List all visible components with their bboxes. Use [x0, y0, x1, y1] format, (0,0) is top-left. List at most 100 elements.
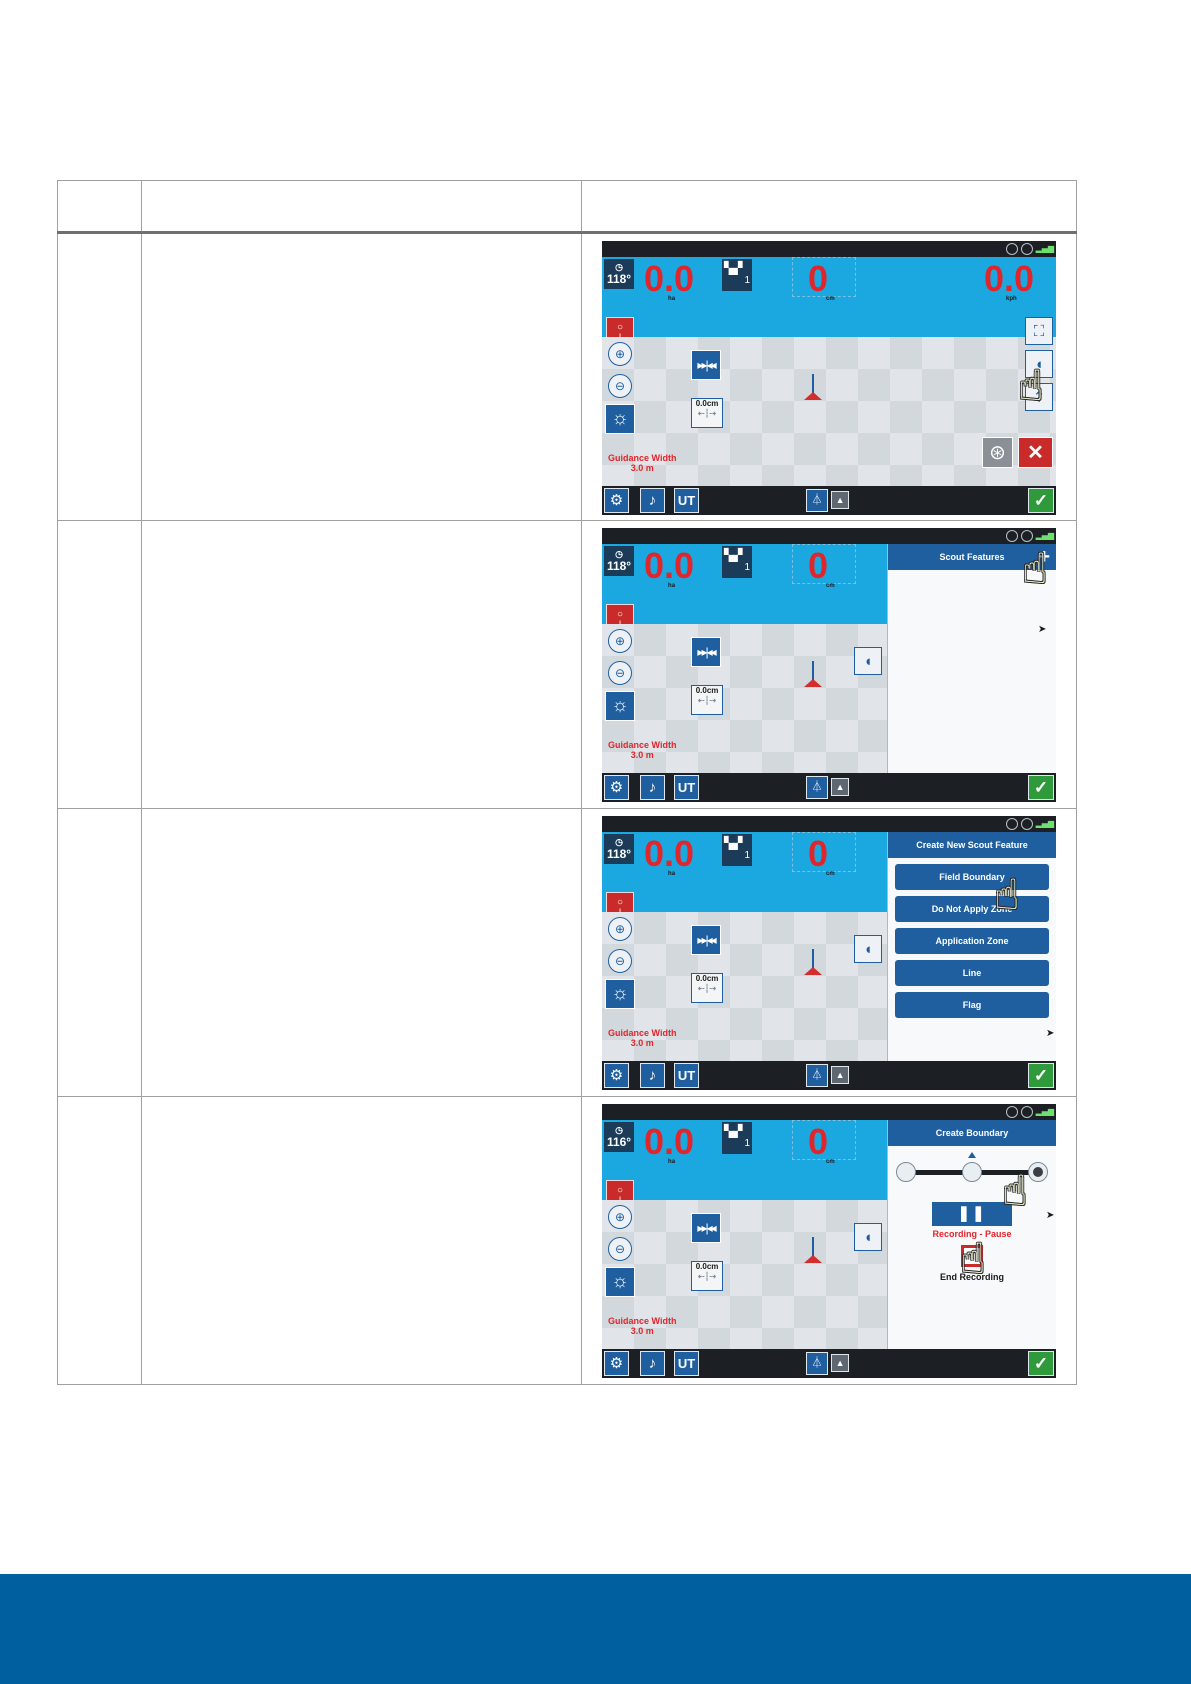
chevron-up-icon[interactable]: ▲ [831, 1066, 850, 1084]
settings-icon[interactable]: ⚙ [604, 1351, 630, 1376]
zoom-in-icon[interactable]: ⊕ [608, 1205, 633, 1229]
settings-icon[interactable]: ⚙ [604, 1063, 630, 1088]
implement-icon[interactable]: ⏃ [806, 1352, 829, 1375]
check-icon[interactable]: ✓ [1028, 1063, 1055, 1088]
step-cell [57, 1096, 142, 1385]
check-icon[interactable]: ✓ [1028, 775, 1055, 800]
zoom-in-icon[interactable]: ⊕ [608, 917, 633, 941]
zoom-out-icon[interactable]: ⊖ [608, 661, 633, 685]
slider-right-node[interactable] [1028, 1162, 1049, 1182]
cross-track-value: 0 [808, 833, 829, 874]
scout-icon[interactable]: ◖ [854, 647, 883, 675]
check-icon[interactable]: ✓ [1028, 1351, 1055, 1376]
implement-icon[interactable]: ⏃ [806, 489, 829, 512]
pin-icon[interactable]: ⇡ [1025, 383, 1054, 411]
map-view[interactable]: ⊕ ⊖ ☼ ▸▸|◂◂ 0.0cm ⇠┆⇢ Guidance Width 3.0… [602, 337, 1057, 486]
cancel-icon[interactable]: ✕ [1018, 437, 1054, 468]
field-selector[interactable]: ▚▞ 1 [722, 546, 753, 578]
stop-recording-button[interactable] [961, 1245, 984, 1267]
sun-icon[interactable]: ☼ [605, 979, 636, 1009]
shift-arrows-icon: ⇠┆⇢ [697, 984, 717, 993]
pause-button[interactable]: ❚❚ [932, 1202, 1013, 1226]
add-icon[interactable]: + [1038, 546, 1051, 568]
map-view[interactable]: ⊕ ⊖ ☼ ▸▸|◂◂ 0.0cm ⇠┆⇢ Guidance Width 3.0… [602, 624, 888, 773]
cursor-icon: ➤ [1046, 1210, 1055, 1221]
table-row: ▂▄▆ ◷ 118° 0.0 ha ▚▞ 1 [57, 232, 1077, 521]
offset-box[interactable]: 0.0cm ⇠┆⇢ [691, 973, 724, 1003]
chevron-up-icon[interactable]: ▲ [831, 778, 850, 796]
bell-icon[interactable]: ♪ [640, 488, 666, 513]
ut-button[interactable]: UT [674, 1063, 700, 1088]
area-unit: ha [668, 1159, 676, 1165]
cross-track-unit: cm [826, 871, 835, 877]
table-row: ▂▄▆ ◷ 118° 0.0 ha ▚▞ 1 [57, 808, 1077, 1097]
heading-gauge[interactable]: ◷ 118° [604, 834, 635, 864]
ut-button[interactable]: UT [674, 1351, 700, 1376]
chevron-up-icon[interactable]: ▲ [831, 491, 850, 509]
area-unit: ha [668, 583, 676, 589]
bell-icon[interactable]: ♪ [640, 1351, 666, 1376]
heading-value: 116° [606, 1135, 632, 1149]
sun-icon[interactable]: ☼ [605, 691, 636, 721]
guidance-width-value: 3.0 [630, 463, 644, 473]
field-boundary-button[interactable]: Field Boundary [895, 864, 1050, 890]
implement-icon[interactable]: ⏃ [806, 776, 829, 799]
field-selector[interactable]: ▚▞ 1 [722, 1122, 753, 1154]
header-screen [581, 180, 1077, 234]
steering-status-icon [1005, 530, 1018, 542]
settings-icon[interactable]: ⚙ [604, 775, 630, 800]
scout-icon[interactable]: ◖ [1025, 350, 1054, 378]
slider-left-node[interactable] [896, 1162, 917, 1182]
sun-icon[interactable]: ☼ [605, 1267, 636, 1297]
nudge-icon[interactable]: ▸▸|◂◂ [691, 1213, 722, 1243]
bottom-toolbar: ⚙ ♪ UT ⏃ ▲ ✓ [602, 1061, 1057, 1090]
do-not-apply-zone-button[interactable]: Do Not Apply Zone [895, 896, 1050, 922]
steering-wheel-icon[interactable]: ⊛ [982, 437, 1014, 468]
steering-status-icon [1005, 243, 1018, 255]
zoom-in-icon[interactable]: ⊕ [608, 342, 633, 366]
zoom-in-icon[interactable]: ⊕ [608, 629, 633, 653]
heading-gauge[interactable]: ◷ 116° [604, 1122, 635, 1152]
map-view[interactable]: ⊕ ⊖ ☼ ▸▸|◂◂ 0.0cm ⇠┆⇢ Guidance Width 3.0… [602, 912, 888, 1061]
line-button[interactable]: Line [895, 960, 1050, 986]
pointing-hand-icon: ☝ [1018, 361, 1044, 410]
check-icon[interactable]: ✓ [1028, 488, 1055, 513]
offset-unit: cm [706, 1262, 719, 1271]
field-selector[interactable]: ▚▞ 1 [722, 259, 753, 291]
cursor-icon: ➤ [1038, 624, 1047, 635]
ut-button[interactable]: UT [674, 488, 700, 513]
nudge-icon[interactable]: ▸▸|◂◂ [691, 637, 722, 667]
extents-icon[interactable]: ⛶ [1025, 317, 1054, 345]
offset-box[interactable]: 0.0cm ⇠┆⇢ [691, 398, 724, 428]
field-number: 1 [744, 850, 751, 861]
implement-icon[interactable]: ⏃ [806, 1064, 829, 1087]
boundary-side-slider[interactable] [896, 1150, 1049, 1190]
zoom-out-icon[interactable]: ⊖ [608, 1237, 633, 1261]
recording-status: Recording - Pause [932, 1229, 1012, 1239]
heading-gauge[interactable]: ◷ 118° [604, 546, 635, 576]
offset-box[interactable]: 0.0cm ⇠┆⇢ [691, 685, 724, 715]
sun-icon[interactable]: ☼ [605, 404, 636, 434]
nudge-icon[interactable]: ▸▸|◂◂ [691, 350, 722, 380]
bell-icon[interactable]: ♪ [640, 1063, 666, 1088]
map-view[interactable]: ⊕ ⊖ ☼ ▸▸|◂◂ 0.0cm ⇠┆⇢ Guidance Width 3.0… [602, 1200, 888, 1349]
application-zone-button[interactable]: Application Zone [895, 928, 1050, 954]
nudge-icon[interactable]: ▸▸|◂◂ [691, 925, 722, 955]
zoom-out-icon[interactable]: ⊖ [608, 374, 633, 398]
bell-icon[interactable]: ♪ [640, 775, 666, 800]
flag-button[interactable]: Flag [895, 992, 1050, 1018]
slider-center-node[interactable] [962, 1162, 983, 1182]
end-recording-label: End Recording [940, 1272, 1005, 1282]
scout-icon[interactable]: ◖ [854, 935, 883, 963]
settings-icon[interactable]: ⚙ [604, 488, 630, 513]
offset-box[interactable]: 0.0cm ⇠┆⇢ [691, 1261, 724, 1291]
step-cell [57, 232, 142, 521]
bottom-toolbar: ⚙ ♪ UT ⏃ ▲ ✓ [602, 1349, 1057, 1378]
zoom-out-icon[interactable]: ⊖ [608, 949, 633, 973]
scout-icon[interactable]: ◖ [854, 1223, 883, 1251]
screenshot-cell: ▂▄▆ ◷ 116° 0.0 ha ▚▞ 1 [581, 1096, 1077, 1385]
field-selector[interactable]: ▚▞ 1 [722, 834, 753, 866]
ut-button[interactable]: UT [674, 775, 700, 800]
chevron-up-icon[interactable]: ▲ [831, 1354, 850, 1372]
heading-gauge[interactable]: ◷ 118° [604, 259, 635, 289]
